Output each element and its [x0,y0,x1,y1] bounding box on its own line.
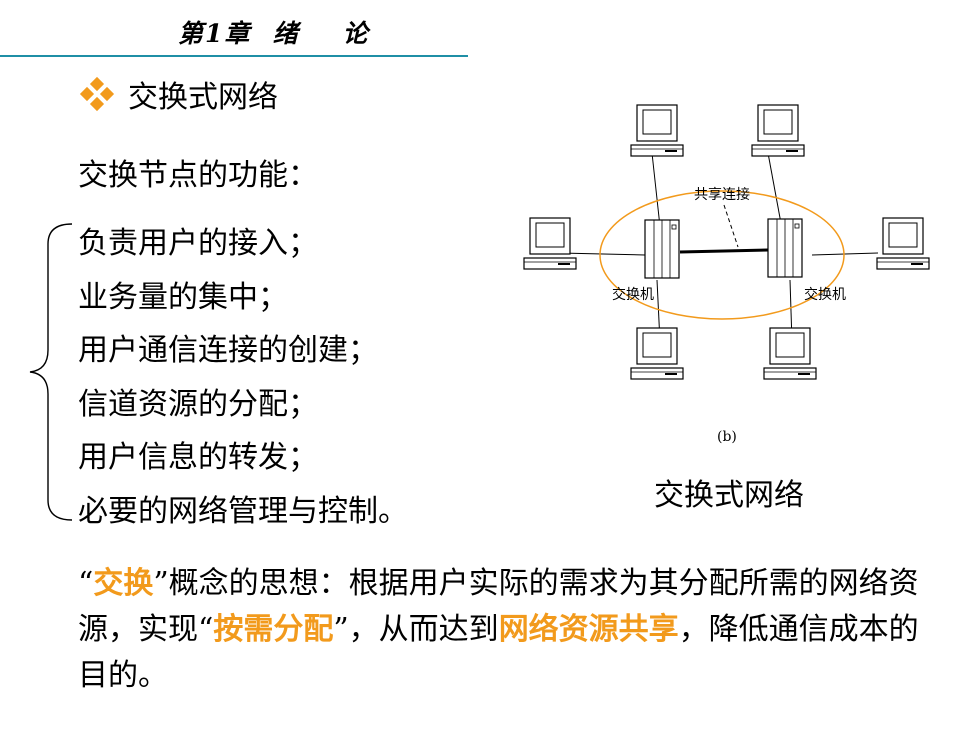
function-list: 负责用户的接入； 业务量的集中； 用户通信连接的创建； 信道资源的分配； 用户信… [78,217,408,538]
list-item: 信道资源的分配； [78,386,318,422]
diagram-caption: 交换式网络 [654,478,804,513]
summary-text: “ [78,566,94,601]
list-item: 业务量的集中； [78,279,288,315]
diagram-sub-label: (b) [717,429,737,445]
highlight-term: 按需分配 [213,612,334,647]
list-item: 必要的网络管理与控制。 [78,493,408,529]
summary-text: ”，从而达到 [333,612,499,647]
list-item: 用户信息的转发； [78,440,318,475]
network-diagram: 共享连接 交换机 交换机 (b) [500,95,930,459]
diamond-bullet-icon [79,76,115,112]
list-item: 负责用户的接入； [78,226,318,261]
section-heading: 交换式网络 [79,72,278,116]
brace-icon [29,223,73,521]
summary-paragraph: “交换”概念的思想：根据用户实际的需求为其分配所需的网络资源，实现“按需分配”，… [78,561,938,699]
switch-right-label: 交换机 [804,286,846,303]
highlight-term: 网络资源共享 [498,612,679,647]
highlight-term: 交换 [93,566,154,601]
switch-left-label: 交换机 [612,286,654,303]
summary-text: ”概念的思想：根据用户实际的需求为其分配所需的网络资源，实现“ [78,566,919,647]
header-rule [0,55,468,57]
intro-text: 交换节点的功能： [78,158,318,193]
chapter-title: 第1章 绪 论 [178,19,370,48]
list-item: 用户通信连接的创建； [78,333,378,368]
section-heading-label: 交换式网络 [128,80,278,115]
shared-link-label: 共享连接 [694,186,750,203]
summary-text: ，降低通信成本的目的。 [78,612,919,693]
